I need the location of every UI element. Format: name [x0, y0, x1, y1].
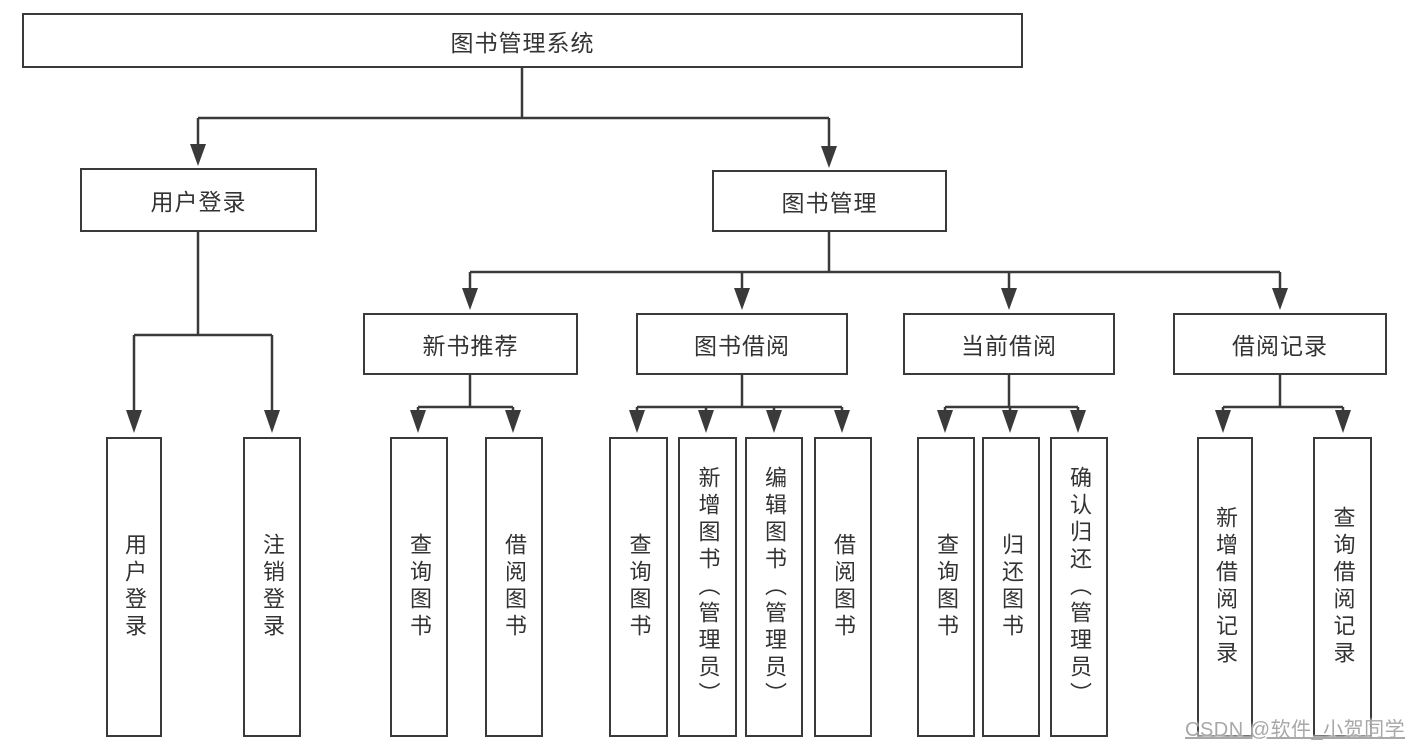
csdn-watermark: CSDN @软件_小贺同学 — [1185, 719, 1405, 741]
leaf-confirm-return-admin: 确认归还（管理员） — [1050, 437, 1108, 737]
leaf-query-borrow-record-label: 查询借阅记录 — [1330, 506, 1356, 668]
leaf-add-borrow-record: 新增借阅记录 — [1197, 437, 1253, 737]
node-user-login: 用户登录 — [80, 168, 317, 232]
leaf-logout: 注销登录 — [243, 437, 301, 737]
connector-current-borrowing-children — [937, 375, 1086, 433]
leaf-query-books-current-label: 查询图书 — [934, 533, 959, 641]
connector-book-borrowing-children — [629, 375, 850, 433]
leaf-user-login-label: 用户登录 — [122, 533, 147, 641]
leaf-query-borrow-record: 查询借阅记录 — [1313, 437, 1372, 737]
leaf-query-books-current: 查询图书 — [917, 437, 975, 737]
leaf-logout-label: 注销登录 — [260, 533, 285, 641]
leaf-borrow-books-recommend: 借阅图书 — [485, 437, 543, 737]
leaf-query-books-borrowing-label: 查询图书 — [626, 533, 652, 641]
node-new-book-recommend: 新书推荐 — [363, 313, 578, 375]
node-book-management: 图书管理 — [712, 170, 947, 232]
leaf-user-login: 用户登录 — [106, 437, 162, 737]
leaf-query-books-borrowing: 查询图书 — [609, 437, 668, 737]
leaf-query-books-recommend: 查询图书 — [390, 437, 448, 737]
leaf-confirm-return-admin-label: 确认归还（管理员） — [1067, 465, 1092, 709]
connector-new-book-recommend-children — [410, 375, 521, 433]
node-library-system: 图书管理系统 — [22, 13, 1023, 68]
leaf-query-books-recommend-label: 查询图书 — [407, 533, 432, 641]
leaf-edit-books-admin: 编辑图书（管理员） — [745, 437, 803, 737]
leaf-edit-books-admin-label: 编辑图书（管理员） — [762, 465, 787, 709]
leaf-borrow-books-label: 借阅图书 — [831, 533, 856, 641]
leaf-borrow-books: 借阅图书 — [814, 437, 872, 737]
connector-root-to-level2 — [190, 68, 837, 168]
leaf-add-borrow-record-label: 新增借阅记录 — [1213, 506, 1238, 668]
leaf-add-books-admin: 新增图书（管理员） — [678, 437, 737, 737]
leaf-add-books-admin-label: 新增图书（管理员） — [695, 465, 721, 709]
node-borrowing-records: 借阅记录 — [1173, 313, 1387, 375]
node-book-borrowing: 图书借阅 — [636, 313, 848, 375]
connector-user-login-children — [126, 232, 280, 433]
leaf-return-books-label: 归还图书 — [999, 533, 1024, 641]
connector-book-management-children — [462, 232, 1288, 310]
node-current-borrowing: 当前借阅 — [903, 313, 1115, 375]
leaf-return-books: 归还图书 — [982, 437, 1040, 737]
leaf-borrow-books-recommend-label: 借阅图书 — [502, 533, 527, 641]
connector-borrowing-records-children — [1215, 375, 1351, 433]
